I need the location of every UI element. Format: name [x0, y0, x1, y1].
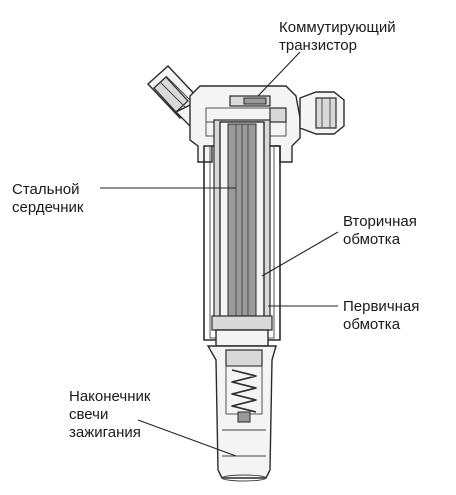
coil-body	[203, 119, 281, 347]
label-switching-transistor: Коммутирующий транзистор	[279, 19, 396, 54]
spring	[231, 369, 257, 413]
label-spark-plug-tip: Наконечник свечи зажигания	[69, 388, 151, 441]
leader-transistor	[257, 51, 301, 97]
label-secondary-winding: Вторичная обмотка	[343, 213, 417, 248]
leader-tip	[137, 419, 237, 457]
leader-secondary	[261, 231, 339, 277]
mounting-ear	[299, 91, 345, 135]
boot	[206, 345, 277, 482]
label-primary-winding: Первичная обмотка	[343, 298, 420, 333]
label-steel-core: Стальной сердечник	[12, 181, 84, 216]
